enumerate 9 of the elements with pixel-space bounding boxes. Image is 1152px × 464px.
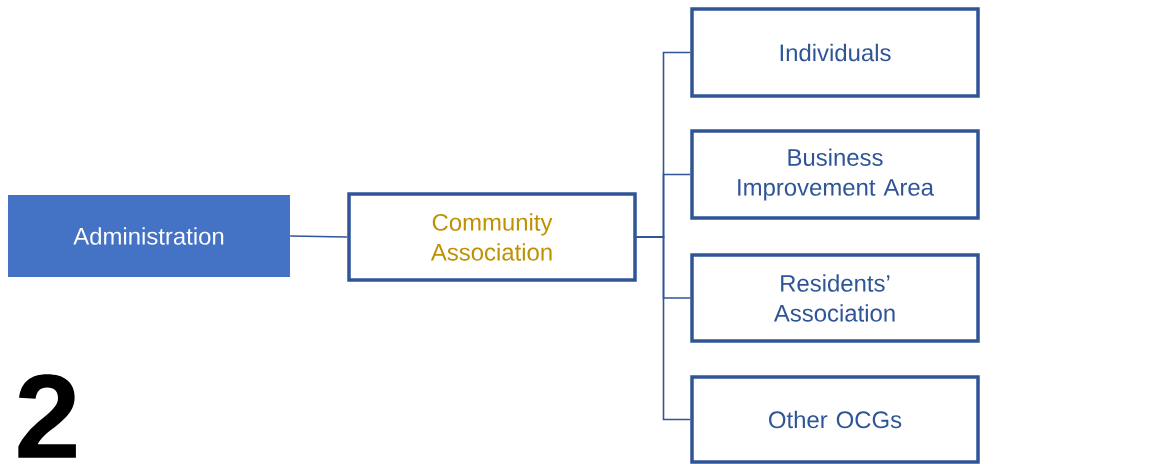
- connector-line: [289, 235, 349, 238]
- process-box: Administration: [8, 195, 290, 277]
- org-box: Other OCGs: [690, 375, 980, 464]
- org-box: Residents’ Association: [690, 253, 980, 343]
- page-number: 2: [18, 374, 76, 458]
- connector-line: [635, 236, 692, 421]
- org-box: Business Improvement Area: [690, 129, 980, 220]
- org-box: Individuals: [690, 7, 980, 98]
- org-box: Community Association: [347, 192, 637, 282]
